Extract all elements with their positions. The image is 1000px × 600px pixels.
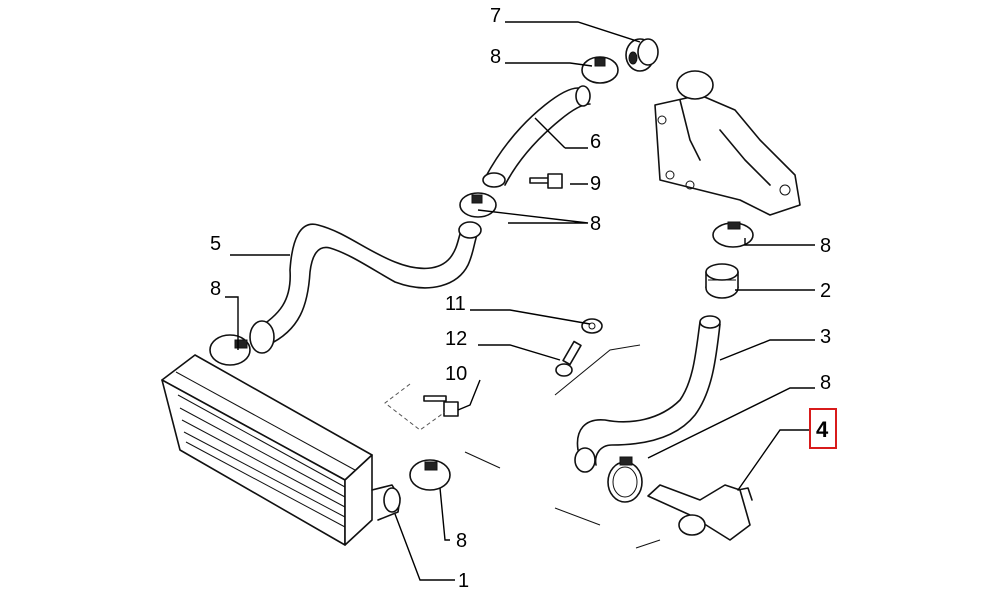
- callout-8-right-mid: 8: [820, 372, 831, 394]
- bolt-9: [529, 173, 563, 189]
- bolt-10: [423, 395, 459, 417]
- part-throttle-body: [654, 70, 801, 216]
- bolt-12: [555, 340, 582, 377]
- callout-8-bottom: 8: [456, 530, 467, 552]
- callout-8-right-top: 8: [820, 235, 831, 257]
- leader-lines: [225, 21, 815, 581]
- part-sleeve-4: [647, 484, 753, 541]
- nut-11: [581, 318, 603, 334]
- highlighted-callout: 4: [809, 408, 837, 449]
- clamp-8-left: [209, 334, 251, 366]
- clamp-8-top: [581, 56, 619, 84]
- callout-3: 3: [820, 326, 831, 348]
- callout-4: 4: [816, 417, 829, 442]
- reference-lines: [384, 344, 661, 549]
- callout-2: 2: [820, 280, 831, 302]
- highlight-box: [809, 408, 837, 449]
- part-connector-7: [625, 38, 659, 72]
- clamp-8-bottom: [409, 459, 451, 491]
- part-connector-2: [705, 263, 739, 299]
- callout-10: 10: [445, 363, 467, 385]
- part-hose-6: [482, 85, 591, 188]
- callout-labels: 7 8 6 9 8 5 8 8 2 3 8 11 12 10 8 1: [210, 5, 831, 592]
- callout-8-left: 8: [210, 278, 221, 300]
- part-hose-3: [574, 315, 721, 473]
- callout-9: 9: [590, 173, 601, 195]
- part-intercooler: [161, 354, 401, 546]
- clamp-8-upper-mid: [459, 192, 497, 218]
- callout-5: 5: [210, 233, 221, 255]
- callout-7: 7: [490, 5, 501, 27]
- callout-12: 12: [445, 328, 467, 350]
- callout-8-top: 8: [490, 46, 501, 68]
- clamp-8-right-top: [712, 221, 754, 248]
- callout-8-upper-mid: 8: [590, 213, 601, 235]
- callout-11: 11: [445, 293, 466, 315]
- callout-6: 6: [590, 131, 601, 153]
- part-hose-5: [249, 221, 482, 354]
- clamp-8-right-mid: [607, 456, 643, 503]
- callout-1: 1: [458, 570, 469, 592]
